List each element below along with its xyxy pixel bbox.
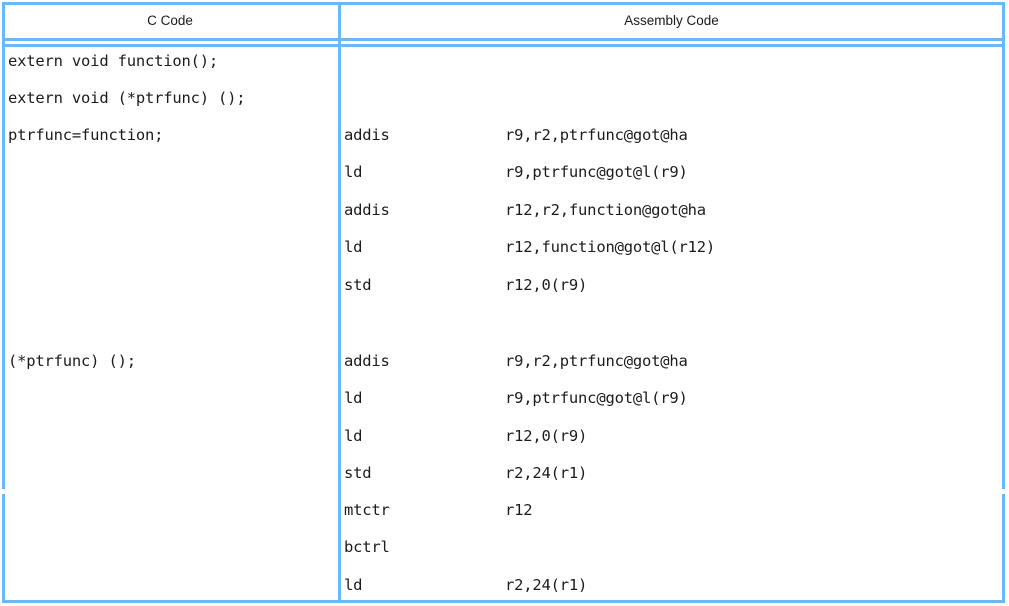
asm-operands: r2,24(r1)	[505, 464, 588, 482]
asm-mnemonic: bctrl	[344, 538, 390, 556]
header-separator-lower	[2, 44, 1005, 47]
table-header-row: C Code Assembly Code	[2, 2, 1005, 38]
c-code-line: ptrfunc=function;	[8, 126, 164, 144]
asm-operands: r12	[505, 501, 533, 519]
asm-operands: r9,ptrfunc@got@l(r9)	[505, 389, 688, 407]
table-body: extern void function(); extern void (*pt…	[2, 44, 1005, 603]
asm-mnemonic: addis	[344, 352, 390, 370]
table-left-border-lower	[2, 494, 5, 603]
asm-mnemonic: addis	[344, 126, 390, 144]
assembly-code-column: addis r9,r2,ptrfunc@got@ha ld r9,ptrfunc…	[338, 44, 1005, 603]
asm-mnemonic: ld	[344, 163, 363, 181]
table-top-border	[2, 2, 1005, 5]
column-divider	[338, 2, 341, 603]
c-code-column: extern void function(); extern void (*pt…	[2, 44, 338, 603]
asm-mnemonic: ld	[344, 576, 363, 594]
table-right-border-upper	[1002, 2, 1005, 489]
table-bottom-border	[2, 600, 1005, 603]
asm-mnemonic: addis	[344, 201, 390, 219]
c-code-line: extern void (*ptrfunc) ();	[8, 89, 246, 107]
asm-mnemonic: ld	[344, 238, 363, 256]
asm-operands: r12,0(r9)	[505, 427, 588, 445]
c-code-line: extern void function();	[8, 52, 219, 70]
asm-operands: r9,r2,ptrfunc@got@ha	[505, 352, 688, 370]
c-code-line: (*ptrfunc) ();	[8, 352, 136, 370]
asm-operands: r2,24(r1)	[505, 576, 588, 594]
table-right-border-lower	[1002, 494, 1005, 603]
header-separator-upper	[2, 38, 1005, 41]
asm-operands: r12,function@got@l(r12)	[505, 238, 716, 256]
asm-mnemonic: ld	[344, 389, 363, 407]
asm-mnemonic: mtctr	[344, 501, 390, 519]
header-c-code: C Code	[147, 12, 193, 28]
asm-operands: r12,r2,function@got@ha	[505, 201, 706, 219]
asm-mnemonic: ld	[344, 427, 363, 445]
asm-operands: r9,ptrfunc@got@l(r9)	[505, 163, 688, 181]
asm-mnemonic: std	[344, 464, 372, 482]
asm-operands: r12,0(r9)	[505, 276, 588, 294]
asm-operands: r9,r2,ptrfunc@got@ha	[505, 126, 688, 144]
table-left-border-upper	[2, 2, 5, 489]
asm-mnemonic: std	[344, 276, 372, 294]
header-assembly-code: Assembly Code	[624, 12, 719, 28]
